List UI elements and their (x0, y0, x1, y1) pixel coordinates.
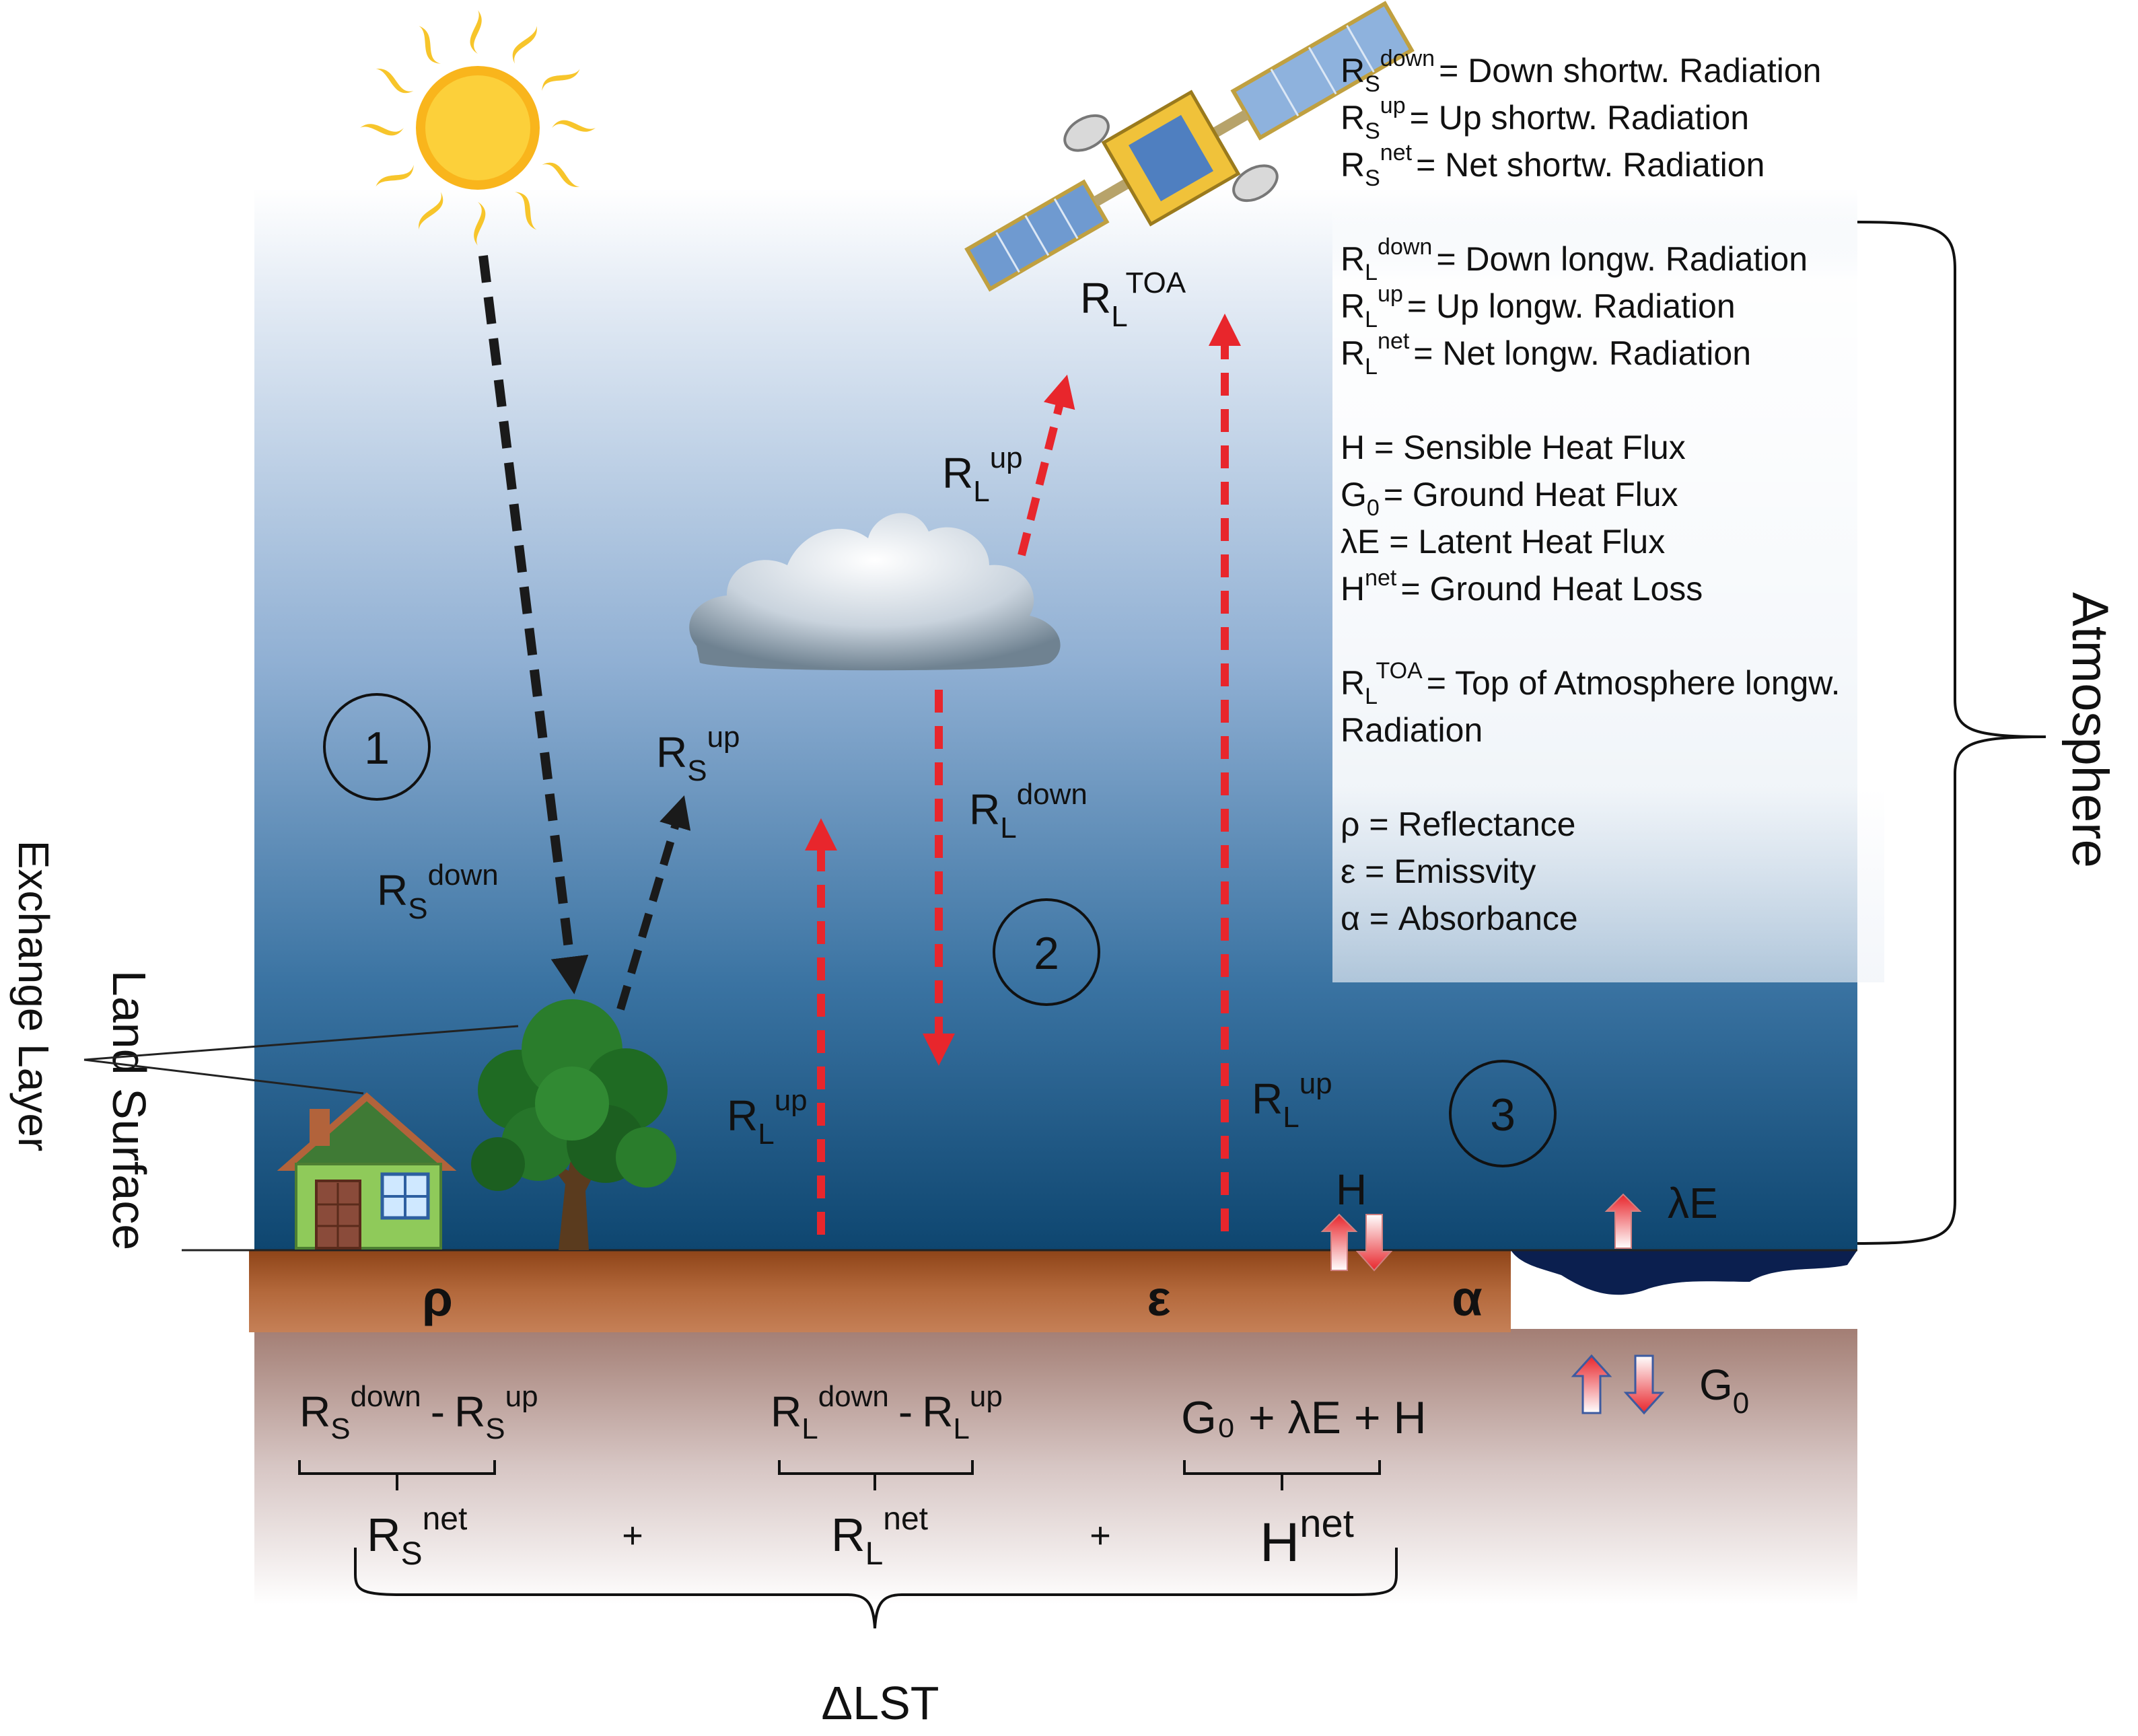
legend-rl-net: RLnet= Net longw. Radiation (1341, 328, 1751, 379)
brace-heat (1183, 1460, 1381, 1490)
cloud-icon (689, 513, 1061, 671)
brace-rs (298, 1460, 496, 1490)
zone-1-circle (323, 693, 431, 801)
legend-rl-up: RLup= Up longw. Radiation (1341, 281, 1736, 332)
legend-g0: G0= Ground Heat Flux (1341, 476, 1678, 521)
sun-icon (360, 10, 596, 246)
eq-plus-1: + (622, 1515, 643, 1556)
legend-alpha: α = Absorbance (1341, 900, 1578, 937)
eq-rl-diff: RLdown-RLup (771, 1380, 1003, 1445)
legend-h: H = Sensible Heat Flux (1341, 429, 1686, 466)
land-surface-soil (249, 1250, 1511, 1332)
zone-3-circle (1449, 1060, 1557, 1167)
legend-rltoa: RLTOA= Top of Atmosphere longw. (1341, 658, 1841, 709)
eq-rs-net: RSnet (367, 1501, 467, 1572)
exchange-layer-leader-house (83, 1058, 364, 1095)
legend-rltoa-line2: Radiation (1341, 711, 1483, 749)
label-rs-up: RSup (656, 721, 740, 787)
eq-rl-net: RLnet (831, 1501, 928, 1572)
legend-le: λE = Latent Heat Flux (1341, 523, 1665, 560)
brace-total (354, 1548, 1398, 1629)
label-rs-down: RSdown (377, 859, 499, 925)
label-exchange-layer: Exchange Layer (9, 840, 58, 1152)
label-rl-toa: RLTOA (1080, 266, 1186, 333)
eq-heat-sum: G₀ + λE + H (1181, 1392, 1427, 1443)
arrow-rs-up (616, 795, 691, 1011)
water-body (1511, 1250, 1857, 1295)
legend-rho: ρ = Reflectance (1341, 805, 1575, 843)
symbol-epsilon: ε (1147, 1270, 1170, 1326)
label-rl-down: RLdown (969, 778, 1088, 844)
label-h: H (1336, 1165, 1367, 1214)
arrow-rs-down (478, 255, 589, 994)
eq-plus-2: + (1090, 1515, 1111, 1556)
legend: RSdown= Down shortw. Radiation RSup= Up … (1341, 46, 1841, 937)
label-land-surface: Land Surface (103, 970, 155, 1250)
h-flux-arrows (1320, 1213, 1393, 1272)
legend-rs-net: RSnet= Net shortw. Radiation (1341, 140, 1765, 191)
label-atmosphere: Atmosphere (2061, 592, 2118, 868)
exchange-layer-leader-tree (83, 1025, 519, 1061)
legend-panel (1332, 202, 1884, 982)
legend-rs-up: RSup= Up shortw. Radiation (1341, 93, 1749, 144)
arrow-rl-up-cloud (1018, 374, 1075, 556)
label-rl-up-right: RLup (1252, 1067, 1332, 1134)
symbol-alpha: α (1452, 1270, 1483, 1326)
label-rl-up-surface: RLup (727, 1084, 808, 1151)
label-g0: G0 (1699, 1361, 1749, 1420)
zone-3-number: 3 (1490, 1089, 1516, 1141)
energy-equation: RSdown-RSup RLdown-RLup G₀ + λE + H RSne… (298, 1380, 1427, 1729)
eq-delta-lst: ΔLST (821, 1677, 939, 1729)
legend-eps: ε = Emissvity (1341, 853, 1536, 890)
zone-2-number: 2 (1034, 928, 1059, 979)
brace-rl (778, 1460, 974, 1490)
satellite-icon (964, 1, 1415, 292)
atmosphere-brace (1857, 221, 2046, 1245)
eq-h-net: Hnet (1260, 1502, 1354, 1573)
eq-rs-diff: RSdown-RSup (299, 1380, 538, 1445)
zone-2-circle (993, 898, 1100, 1006)
label-rl-up-cloud: RLup (942, 441, 1023, 508)
legend-rl-down: RLdown= Down longw. Radiation (1341, 234, 1808, 285)
legend-rs-down: RSdown= Down shortw. Radiation (1341, 46, 1821, 97)
legend-hnet: Hnet= Ground Heat Loss (1341, 565, 1703, 608)
house-icon (277, 1092, 457, 1250)
g0-flux-arrows (1571, 1354, 1665, 1415)
tree-icon (471, 999, 676, 1250)
label-lambda-e: λE (1668, 1179, 1718, 1227)
symbol-rho: ρ (422, 1270, 453, 1326)
zone-1-number: 1 (364, 723, 390, 774)
le-flux-arrow (1604, 1193, 1642, 1249)
